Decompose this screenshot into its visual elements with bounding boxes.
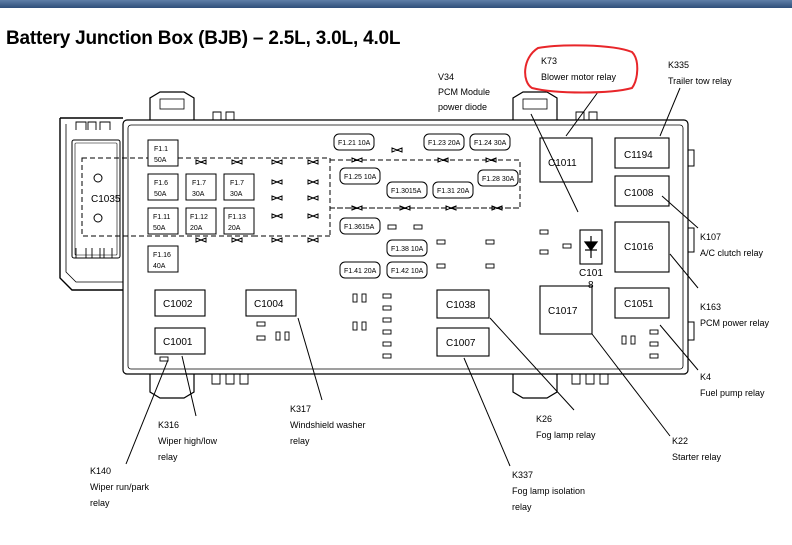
relay-c1001 xyxy=(154,327,206,355)
callout-k337-line1: Fog lamp isolation xyxy=(512,486,585,496)
fuse-f1-7-rating: 30A xyxy=(192,191,205,198)
left-bracket xyxy=(59,117,123,291)
callout-k4-label: Fuel pump relay xyxy=(700,388,765,398)
relay-c1008 xyxy=(614,175,670,207)
callout-v34-line1: PCM Module xyxy=(438,87,490,97)
fuse-f1-7-id: F1.7 xyxy=(192,180,206,187)
connector-c1004-label: C1004 xyxy=(254,299,284,310)
callout-v34-line2: power diode xyxy=(438,102,487,112)
fuse-f1-41: F1.41 20A xyxy=(344,268,377,275)
callout-k107-code: K107 xyxy=(700,232,721,242)
callout-k317-line2: relay xyxy=(290,436,310,446)
relay-c1002 xyxy=(154,289,206,317)
fuse-f1-13-id: F1.13 xyxy=(228,214,246,221)
relay-c1007 xyxy=(436,327,490,357)
connector-c1038-label: C1038 xyxy=(446,300,476,311)
callout-k316-line2: relay xyxy=(158,452,178,462)
callout-k335-label: Trailer tow relay xyxy=(668,76,732,86)
relay-c1011 xyxy=(539,137,593,183)
callout-k317-code: K317 xyxy=(290,404,311,414)
callout-k26-code: K26 xyxy=(536,414,552,424)
callout-k335-code: K335 xyxy=(668,60,689,70)
connector-c1194-label: C1194 xyxy=(624,150,653,161)
diagram-title: Battery Junction Box (BJB) – 2.5L, 3.0L,… xyxy=(6,28,401,49)
window-top-bar xyxy=(0,0,792,8)
connector-c1051-label: C1051 xyxy=(624,299,654,310)
fuse-f1-12-id: F1.12 xyxy=(190,214,208,221)
callout-k22-code: K22 xyxy=(672,436,688,446)
fuse-f1-16-id: F1.16 xyxy=(153,252,171,259)
callout-k337-code: K337 xyxy=(512,470,533,480)
fuse-f1-35: F1.3615A xyxy=(344,224,375,231)
connector-c1001-label: C1001 xyxy=(163,337,193,348)
callout-k4-code: K4 xyxy=(700,372,711,382)
fuse-f1-25: F1.25 10A xyxy=(344,174,377,181)
callout-k73-code: K73 xyxy=(541,56,557,66)
latch-top-right xyxy=(512,91,558,120)
latch-bottom-right xyxy=(512,374,558,399)
fuse-f1-13-rating: 20A xyxy=(228,225,241,232)
fuse-f1-8-rating: 30A xyxy=(230,191,243,198)
callout-v34-code: V34 xyxy=(438,72,454,82)
relay-c1051 xyxy=(614,287,670,319)
housing-inner-outline xyxy=(127,124,684,370)
fuse-f1-1-id: F1.1 xyxy=(154,146,168,153)
fuse-f1-24: F1.24 30A xyxy=(474,140,507,147)
callout-k73-label: Blower motor relay xyxy=(541,72,617,82)
callout-k140-line2: relay xyxy=(90,498,110,508)
fuse-f1-28: F1.28 30A xyxy=(482,176,515,183)
fuse-f1-12-rating: 20A xyxy=(190,225,203,232)
fuse-f1-31: F1.31 20A xyxy=(437,188,470,195)
connector-c1007-label: C1007 xyxy=(446,338,476,349)
k73-highlight-circle xyxy=(524,44,639,94)
connector-c1002-label: C1002 xyxy=(163,299,193,310)
connector-c1008-label: C1008 xyxy=(624,188,654,199)
relay-c1038 xyxy=(436,289,490,319)
relay-c1194 xyxy=(614,137,670,169)
fuse-f1-38: F1.38 10A xyxy=(391,246,424,253)
latch-top-left xyxy=(149,91,195,120)
fuse-f1-1-rating: 50A xyxy=(154,157,167,164)
callout-k163-label: PCM power relay xyxy=(700,318,770,328)
fuse-f1-11-rating: 50A xyxy=(153,225,166,232)
callout-k163-code: K163 xyxy=(700,302,721,312)
callout-k316-line1: Wiper high/low xyxy=(158,436,218,446)
fuse-f1-16-rating: 40A xyxy=(153,263,166,270)
latch-bottom-left xyxy=(149,374,195,399)
callout-k26-label: Fog lamp relay xyxy=(536,430,596,440)
relay-c1016 xyxy=(614,221,670,273)
callout-k22-label: Starter relay xyxy=(672,452,722,462)
relay-c1004 xyxy=(245,289,297,317)
relay-c1017 xyxy=(539,285,593,335)
fuse-f1-21: F1.21 10A xyxy=(338,140,371,147)
fuse-f1-6-rating: 50A xyxy=(154,191,167,198)
callout-k317-line1: Windshield washer xyxy=(290,420,366,430)
fuse-f1-6-id: F1.6 xyxy=(154,180,168,187)
callout-k337-line2: relay xyxy=(512,502,532,512)
callout-k107-label: A/C clutch relay xyxy=(700,248,764,258)
fuse-f1-11-id: F1.11 xyxy=(153,214,170,221)
connector-c101-pin: 8 xyxy=(588,280,594,291)
connector-c1011-label: C1011 xyxy=(548,158,577,169)
connector-c1035-label: C1035 xyxy=(91,194,121,205)
fuse-f1-42: F1.42 10A xyxy=(391,268,424,275)
connector-c1016-label: C1016 xyxy=(624,242,654,253)
connector-c101-label: C101 xyxy=(579,268,603,279)
fuse-f1-30: F1.3015A xyxy=(391,188,422,195)
connector-c1017-label: C1017 xyxy=(548,306,578,317)
fuse-f1-8-id: F1.7 xyxy=(230,180,244,187)
fuse-f1-23: F1.23 20A xyxy=(428,140,461,147)
callout-k316-code: K316 xyxy=(158,420,179,430)
callout-k140-line1: Wiper run/park xyxy=(90,482,150,492)
callout-k140-code: K140 xyxy=(90,466,111,476)
housing-outline xyxy=(122,119,689,375)
